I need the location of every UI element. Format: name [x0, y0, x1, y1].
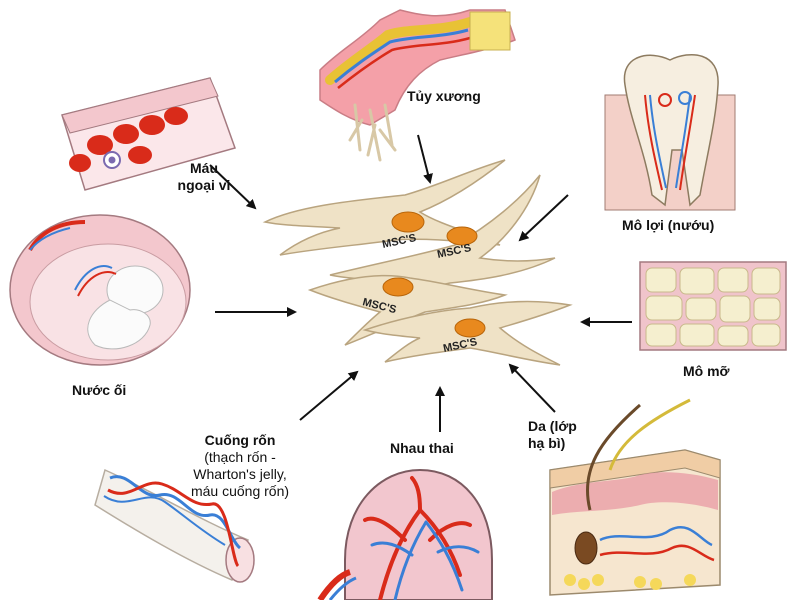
msc-cell-3-body	[307, 274, 508, 346]
label-skin-line2: hạ bì)	[528, 435, 566, 451]
label-umbilical-cord-sub1: (thạch rốn -	[204, 449, 276, 465]
adipose-tissue-illustration	[639, 261, 787, 351]
label-peripheral-blood-line1: Máu	[190, 160, 218, 176]
msc-nucleus-2	[446, 226, 478, 246]
umbilical-cord-illustration	[94, 468, 255, 583]
msc-nucleus-4	[454, 318, 486, 338]
arrow-gum-tissue	[518, 194, 569, 242]
label-gum-tissue: Mô lợi (nướu)	[622, 217, 715, 233]
label-umbilical-cord-title: Cuống rốn	[204, 432, 276, 448]
arrows	[209, 134, 632, 432]
label-umbilical-cord-sub3: máu cuống rốn)	[190, 483, 290, 499]
arrow-umbilical-cord	[299, 370, 359, 421]
label-skin-line1: Da (lớp	[528, 418, 577, 434]
label-peripheral-blood-line2: ngoại vi	[177, 177, 231, 193]
label-placenta: Nhau thai	[390, 440, 454, 456]
label-umbilical-cord: Cuống rốn (thạch rốn - Wharton's jelly, …	[176, 432, 304, 500]
label-skin: Da (lớp hạ bì)	[528, 418, 577, 452]
gum-tissue-illustration	[604, 54, 736, 211]
arrow-peripheral-blood	[209, 164, 257, 210]
msc-cell-cluster: MSC'S MSC'S MSC'S MSC'S	[262, 159, 573, 366]
arrow-bone-marrow	[417, 134, 433, 184]
bone-marrow-illustration	[319, 9, 516, 162]
label-amniotic-fluid: Nước ối	[72, 382, 127, 398]
arrow-skin	[508, 363, 556, 413]
msc-nucleus-1	[391, 211, 425, 233]
label-peripheral-blood: Máu ngoại vi	[168, 160, 240, 194]
label-umbilical-cord-sub2: Wharton's jelly,	[193, 466, 287, 482]
label-bone-marrow: Tủy xương	[407, 88, 481, 104]
placenta-illustration	[317, 468, 493, 600]
skin-illustration	[549, 398, 721, 596]
label-adipose-tissue: Mô mỡ	[683, 363, 730, 379]
msc-nucleus-3	[382, 277, 414, 297]
amniotic-fluid-illustration	[9, 214, 191, 366]
peripheral-blood-illustration	[61, 77, 236, 191]
